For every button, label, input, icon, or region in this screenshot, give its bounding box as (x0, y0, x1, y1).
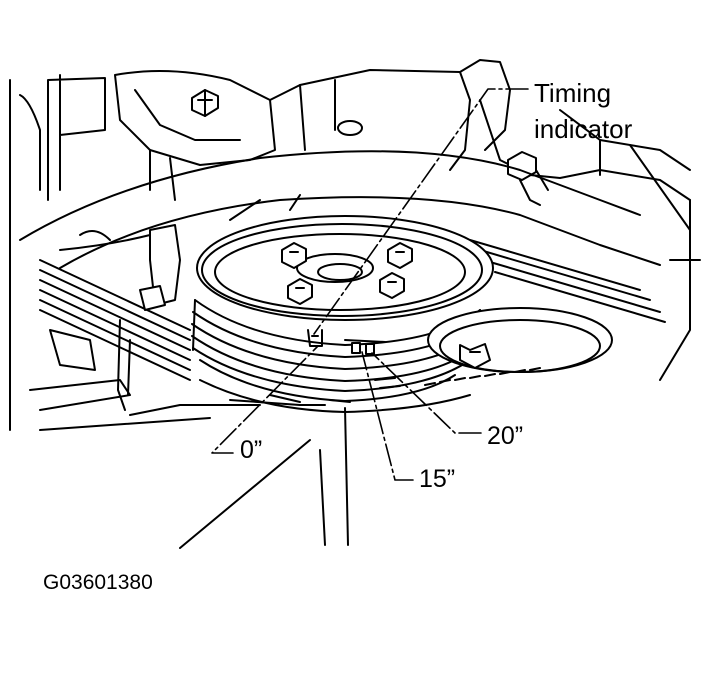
timing-notch (307, 329, 323, 347)
idler-pulley (424, 307, 613, 386)
crankshaft-pulley (196, 215, 494, 321)
mark-20-label: 20” (487, 422, 524, 450)
pulley-bolts (281, 242, 413, 305)
mark-15-label: 15” (419, 465, 456, 493)
leader-mark-0 (211, 345, 319, 454)
drive-belt (19, 150, 666, 381)
timing-indicator-label-line2: indicator (534, 114, 633, 144)
lower-timing-cover (39, 377, 471, 549)
leader-timing-indicator (313, 88, 529, 335)
timing-scale (344, 339, 386, 355)
timing-indicator-label-line1: Timing (534, 78, 612, 108)
bolt-top-left (191, 89, 219, 117)
leader-mark-15 (361, 351, 414, 481)
engine-housing (9, 59, 701, 431)
leader-mark-20 (371, 352, 482, 434)
figure-code: G03601380 (43, 571, 153, 594)
leader-lines (211, 88, 529, 481)
mark-0-label: 0” (240, 436, 263, 464)
left-bracket (29, 224, 181, 411)
